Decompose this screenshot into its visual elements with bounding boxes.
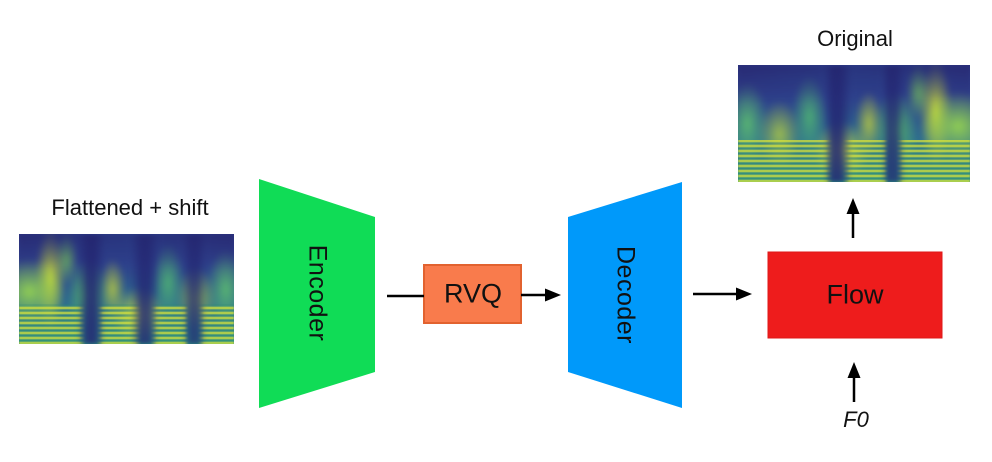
arrow-flow-to-original — [846, 198, 860, 238]
encoder-block — [259, 179, 375, 408]
decoder-block — [568, 182, 682, 408]
output-spectrogram — [738, 65, 970, 182]
input-spectrogram — [19, 234, 234, 344]
arrow-f0-to-flow — [847, 362, 861, 402]
encoder-label: Encoder — [303, 244, 332, 342]
arrowhead-up-icon — [847, 362, 861, 378]
f0-label: F0 — [843, 407, 869, 432]
arrowhead-up-icon — [846, 198, 860, 214]
input-label: Flattened + shift — [51, 195, 209, 220]
flow-block — [767, 251, 943, 339]
arrowhead-right-icon — [545, 288, 561, 302]
arrowhead-right-icon — [736, 287, 752, 301]
rvq-label: RVQ — [443, 278, 503, 309]
arrow-decoder-to-flow — [693, 287, 752, 301]
output-label: Original — [817, 26, 893, 51]
arrow-rvq-to-decoder — [521, 288, 561, 302]
spectrogram-word-gaps — [19, 234, 234, 344]
decoder-label: Decoder — [611, 246, 640, 344]
spectrogram-word-gaps — [738, 65, 970, 182]
rvq-block — [423, 264, 522, 324]
flow-label: Flow — [826, 279, 884, 310]
